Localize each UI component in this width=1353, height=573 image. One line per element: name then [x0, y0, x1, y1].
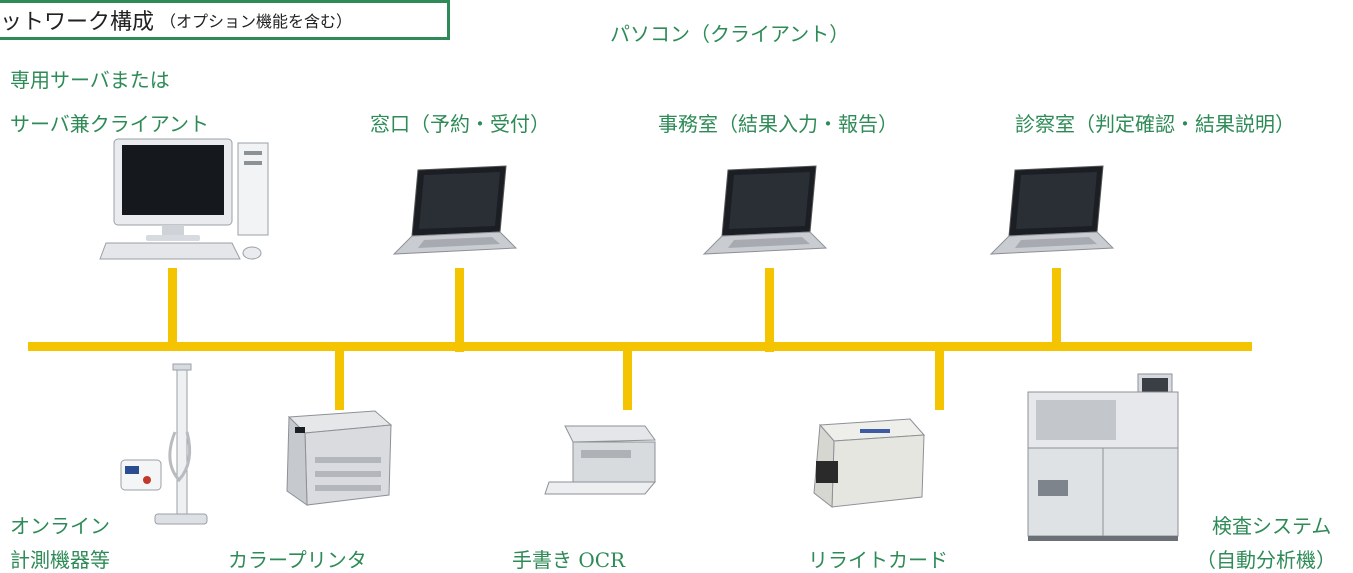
reception-connector — [455, 268, 464, 352]
exam-room-laptop-icon — [989, 165, 1115, 255]
reception-laptop-icon — [392, 165, 518, 255]
rewrite-card-label: リライトカード — [808, 548, 948, 572]
ocr-label: 手書き OCR — [512, 548, 626, 572]
automated-analyzer-icon — [1027, 373, 1179, 541]
title-main: ットワーク構成 — [0, 10, 155, 35]
ocr-scanner-icon — [544, 425, 657, 495]
card-connector — [935, 348, 944, 410]
rewrite-card-printer-icon — [813, 418, 926, 508]
diagram-title: ットワーク構成 （オプション機能を含む） — [0, 0, 450, 40]
exam-room-label: 診察室（判定確認・結果説明） — [1015, 112, 1295, 136]
color-printer-icon — [286, 410, 393, 506]
analyzer-label-line2: （自動分析機） — [1196, 548, 1336, 572]
analyzer-label-line1: 検査システム — [1212, 514, 1332, 538]
measuring-device-icon — [120, 363, 208, 525]
office-label: 事務室（結果入力・報告） — [658, 112, 898, 136]
title-sub: （オプション機能を含む） — [160, 12, 353, 31]
ocr-connector — [623, 348, 632, 410]
office-connector — [765, 268, 774, 352]
server-label-line2: サーバ兼クライアント — [10, 112, 209, 136]
server-connector — [168, 268, 177, 348]
office-laptop-icon — [702, 165, 828, 255]
exam-room-connector — [1052, 268, 1061, 348]
reception-label: 窓口（予約・受付） — [370, 112, 550, 136]
printer-connector — [335, 348, 344, 410]
server-label-line1: 専用サーバまたは — [10, 68, 170, 92]
color-printer-label: カラープリンタ — [228, 548, 367, 572]
client-pc-heading: パソコン（クライアント） — [610, 22, 850, 46]
online-device-label-line2: 計測機器等 — [10, 548, 110, 572]
server-desktop-icon — [99, 138, 269, 260]
network-bus — [28, 342, 1252, 351]
online-device-label-line1: オンライン — [10, 514, 110, 538]
